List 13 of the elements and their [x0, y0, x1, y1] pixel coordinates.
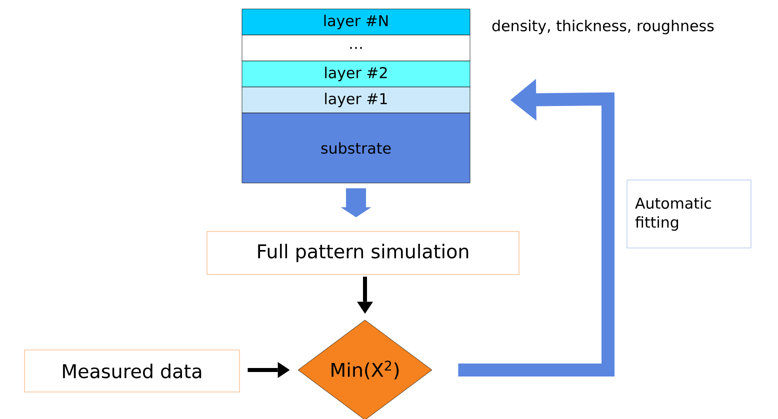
note-box: Automatic fitting	[626, 180, 752, 248]
layer-box: …	[242, 34, 470, 62]
decision-diamond	[298, 320, 432, 419]
process-box: Full pattern simulation	[206, 231, 520, 275]
arrow	[248, 362, 290, 378]
layer-box: layer #1	[242, 86, 470, 114]
note-text: density, thickness, roughness	[492, 20, 714, 34]
substrate-box: substrate	[242, 112, 470, 184]
layer-box: layer #N	[242, 8, 470, 36]
layer-box: layer #2	[242, 60, 470, 88]
node-label: Min(X$^{2}$)	[332, 360, 399, 380]
input-box: Measured data	[24, 350, 240, 392]
arrow	[357, 276, 373, 314]
